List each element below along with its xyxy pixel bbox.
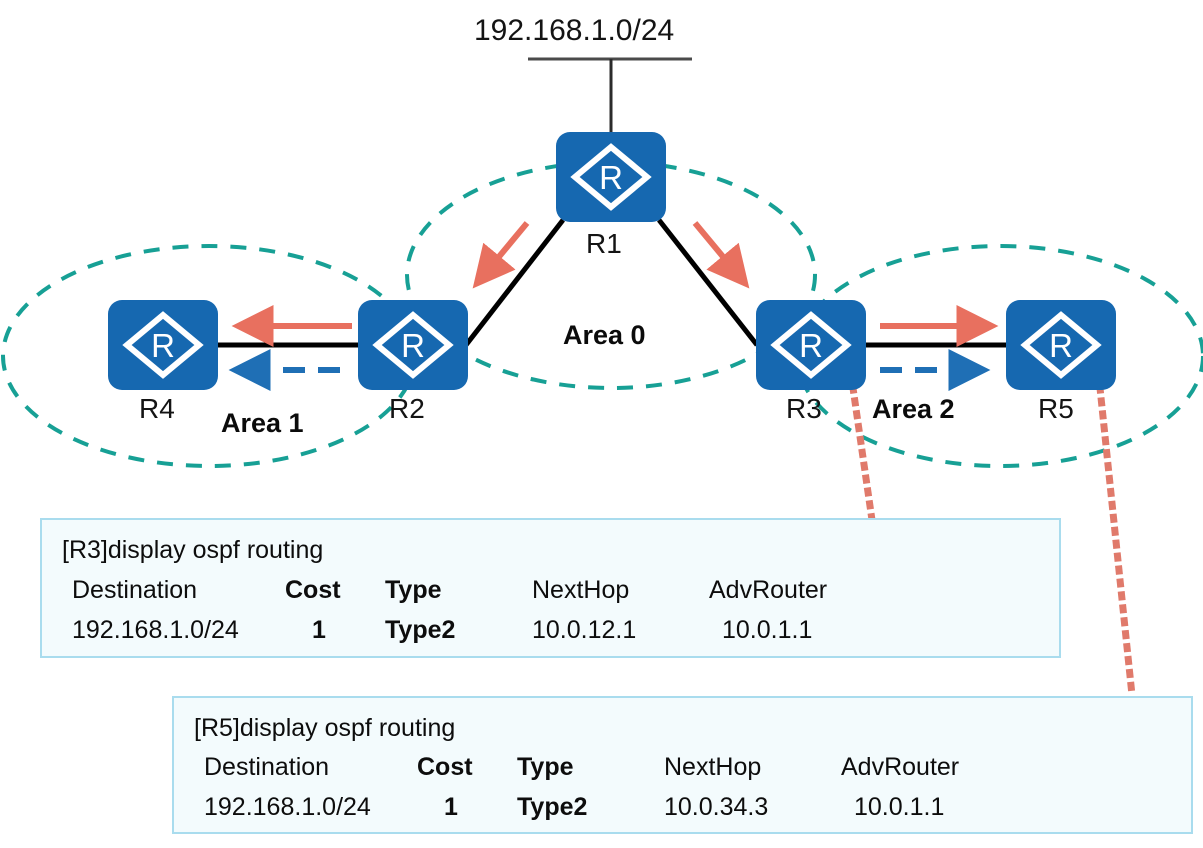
svg-text:R: R	[1049, 327, 1073, 364]
callout-command-r3: [R3]display ospf routing	[62, 536, 324, 564]
callout-connector-r5	[1096, 384, 1136, 699]
callout-box-r5-routing: [R5]display ospf routing Destination Cos…	[172, 696, 1193, 834]
cell-destination: 192.168.1.0/24	[204, 793, 371, 821]
column-header-nexthop: NextHop	[664, 753, 762, 781]
router-label-r4: R4	[139, 393, 175, 424]
svg-text:R: R	[599, 159, 623, 196]
callout-box-r3-routing: [R3]display ospf routing Destination Cos…	[40, 518, 1061, 658]
column-header-nexthop: NextHop	[532, 576, 630, 604]
column-header-advrouter: AdvRouter	[841, 753, 960, 781]
area-label-0: Area 0	[563, 320, 646, 350]
router-icon: R	[769, 309, 853, 381]
cell-nexthop: 10.0.12.1	[532, 616, 637, 644]
area-label-2: Area 2	[872, 394, 955, 424]
column-header-destination: Destination	[72, 576, 198, 604]
column-header-cost: Cost	[417, 753, 473, 781]
column-header-type: Type	[517, 753, 574, 781]
column-header-cost: Cost	[285, 576, 341, 604]
router-label-r2: R2	[389, 393, 425, 424]
svg-text:R: R	[401, 327, 425, 364]
column-header-type: Type	[385, 576, 442, 604]
router-node-r3[interactable]: R	[756, 300, 866, 390]
column-header-destination: Destination	[204, 753, 330, 781]
router-icon: R	[569, 141, 653, 213]
cell-cost: 1	[312, 616, 326, 644]
flow-arrow-r1-to-r3	[692, 221, 750, 289]
router-node-r4[interactable]: R	[108, 300, 218, 390]
cell-cost: 1	[444, 793, 458, 821]
cell-type: Type2	[385, 616, 456, 644]
router-icon: R	[371, 309, 455, 381]
column-header-advrouter: AdvRouter	[709, 576, 828, 604]
cell-advrouter: 10.0.1.1	[722, 616, 813, 644]
router-node-r1[interactable]: R	[556, 132, 666, 222]
router-label-r3: R3	[786, 393, 822, 424]
router-icon: R	[121, 309, 205, 381]
router-label-r5: R5	[1038, 393, 1074, 424]
router-icon: R	[1019, 309, 1103, 381]
cell-advrouter: 10.0.1.1	[854, 793, 945, 821]
svg-text:R: R	[799, 327, 823, 364]
area-label-1: Area 1	[221, 408, 304, 438]
flow-arrow-r1-to-r2	[472, 221, 530, 289]
cell-type: Type2	[517, 793, 588, 821]
router-node-r5[interactable]: R	[1006, 300, 1116, 390]
callout-command-r5: [R5]display ospf routing	[194, 714, 456, 742]
callout-connector-r3	[849, 384, 876, 524]
cell-destination: 192.168.1.0/24	[72, 616, 239, 644]
router-node-r2[interactable]: R	[358, 300, 468, 390]
cell-nexthop: 10.0.34.3	[664, 793, 769, 821]
network-prefix-label: 192.168.1.0/24	[474, 14, 675, 47]
svg-text:R: R	[151, 327, 175, 364]
router-label-r1: R1	[586, 228, 622, 259]
